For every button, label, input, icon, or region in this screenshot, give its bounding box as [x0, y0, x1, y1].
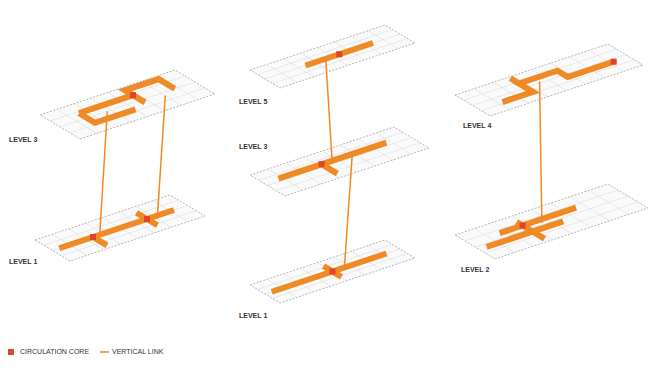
grid-line	[268, 138, 412, 186]
circulation-core	[330, 269, 336, 275]
plate-outline	[250, 127, 429, 196]
grid-line	[265, 34, 400, 79]
circulation-path	[306, 43, 374, 66]
grid-line	[61, 211, 196, 256]
grid-line	[258, 30, 393, 75]
circulation-path	[79, 79, 175, 113]
plate-outline	[455, 184, 648, 259]
legend-text: CIRCULATION CORE	[20, 348, 89, 356]
grid-line	[273, 254, 408, 299]
circulation-path	[510, 78, 519, 83]
vertical-link	[157, 96, 165, 219]
level-label: LEVEL 2	[460, 266, 490, 274]
level-label: LEVEL 1	[238, 312, 268, 320]
plate-outline	[250, 25, 415, 88]
circulation-path	[137, 213, 158, 226]
plate-outline	[455, 44, 643, 116]
plate-outline	[40, 70, 215, 139]
grid-line	[53, 206, 188, 251]
plate-outline	[250, 240, 415, 303]
grid-line	[475, 196, 628, 247]
level-label: LEVEL 4	[462, 122, 492, 130]
floor-plate	[40, 70, 215, 139]
circulation-core	[336, 51, 342, 57]
level-label: LEVEL 3	[238, 143, 268, 151]
vertical-link	[540, 82, 542, 223]
floor-plate	[35, 195, 205, 261]
grid-line	[481, 60, 634, 111]
floor-plate	[250, 240, 415, 303]
vertical-link	[326, 59, 333, 164]
level-label: LEVEL 1	[8, 258, 38, 266]
grid-line	[485, 202, 638, 253]
circulation-path	[502, 62, 613, 102]
legend-text: VERTICAL LINK	[112, 348, 163, 356]
vertical-link	[345, 156, 353, 266]
grid-line	[276, 143, 420, 191]
level-label: LEVEL 3	[8, 136, 38, 144]
circulation-core	[144, 216, 150, 222]
floor-plate	[250, 127, 429, 196]
circulation-core	[319, 161, 325, 167]
grid-line	[258, 245, 393, 290]
legend-swatch	[8, 349, 14, 355]
grid-line	[473, 55, 626, 106]
vertical-link	[100, 111, 108, 235]
legend-line-sample	[100, 351, 109, 353]
circulation-path	[324, 266, 342, 277]
floor-plate	[455, 184, 648, 259]
level-label: LEVEL 5	[238, 98, 268, 106]
grid-line	[273, 39, 408, 84]
floor-plate	[250, 25, 415, 88]
circulation-core	[520, 223, 526, 229]
circulation-path	[500, 208, 576, 234]
grid-line	[265, 249, 400, 294]
plate-outline	[35, 195, 205, 261]
floor-plate	[455, 44, 643, 116]
circulation-core	[130, 92, 136, 98]
circulation-path	[272, 254, 387, 292]
circulation-core	[611, 59, 617, 65]
circulation-path	[487, 221, 564, 247]
circulation-core	[90, 234, 96, 240]
